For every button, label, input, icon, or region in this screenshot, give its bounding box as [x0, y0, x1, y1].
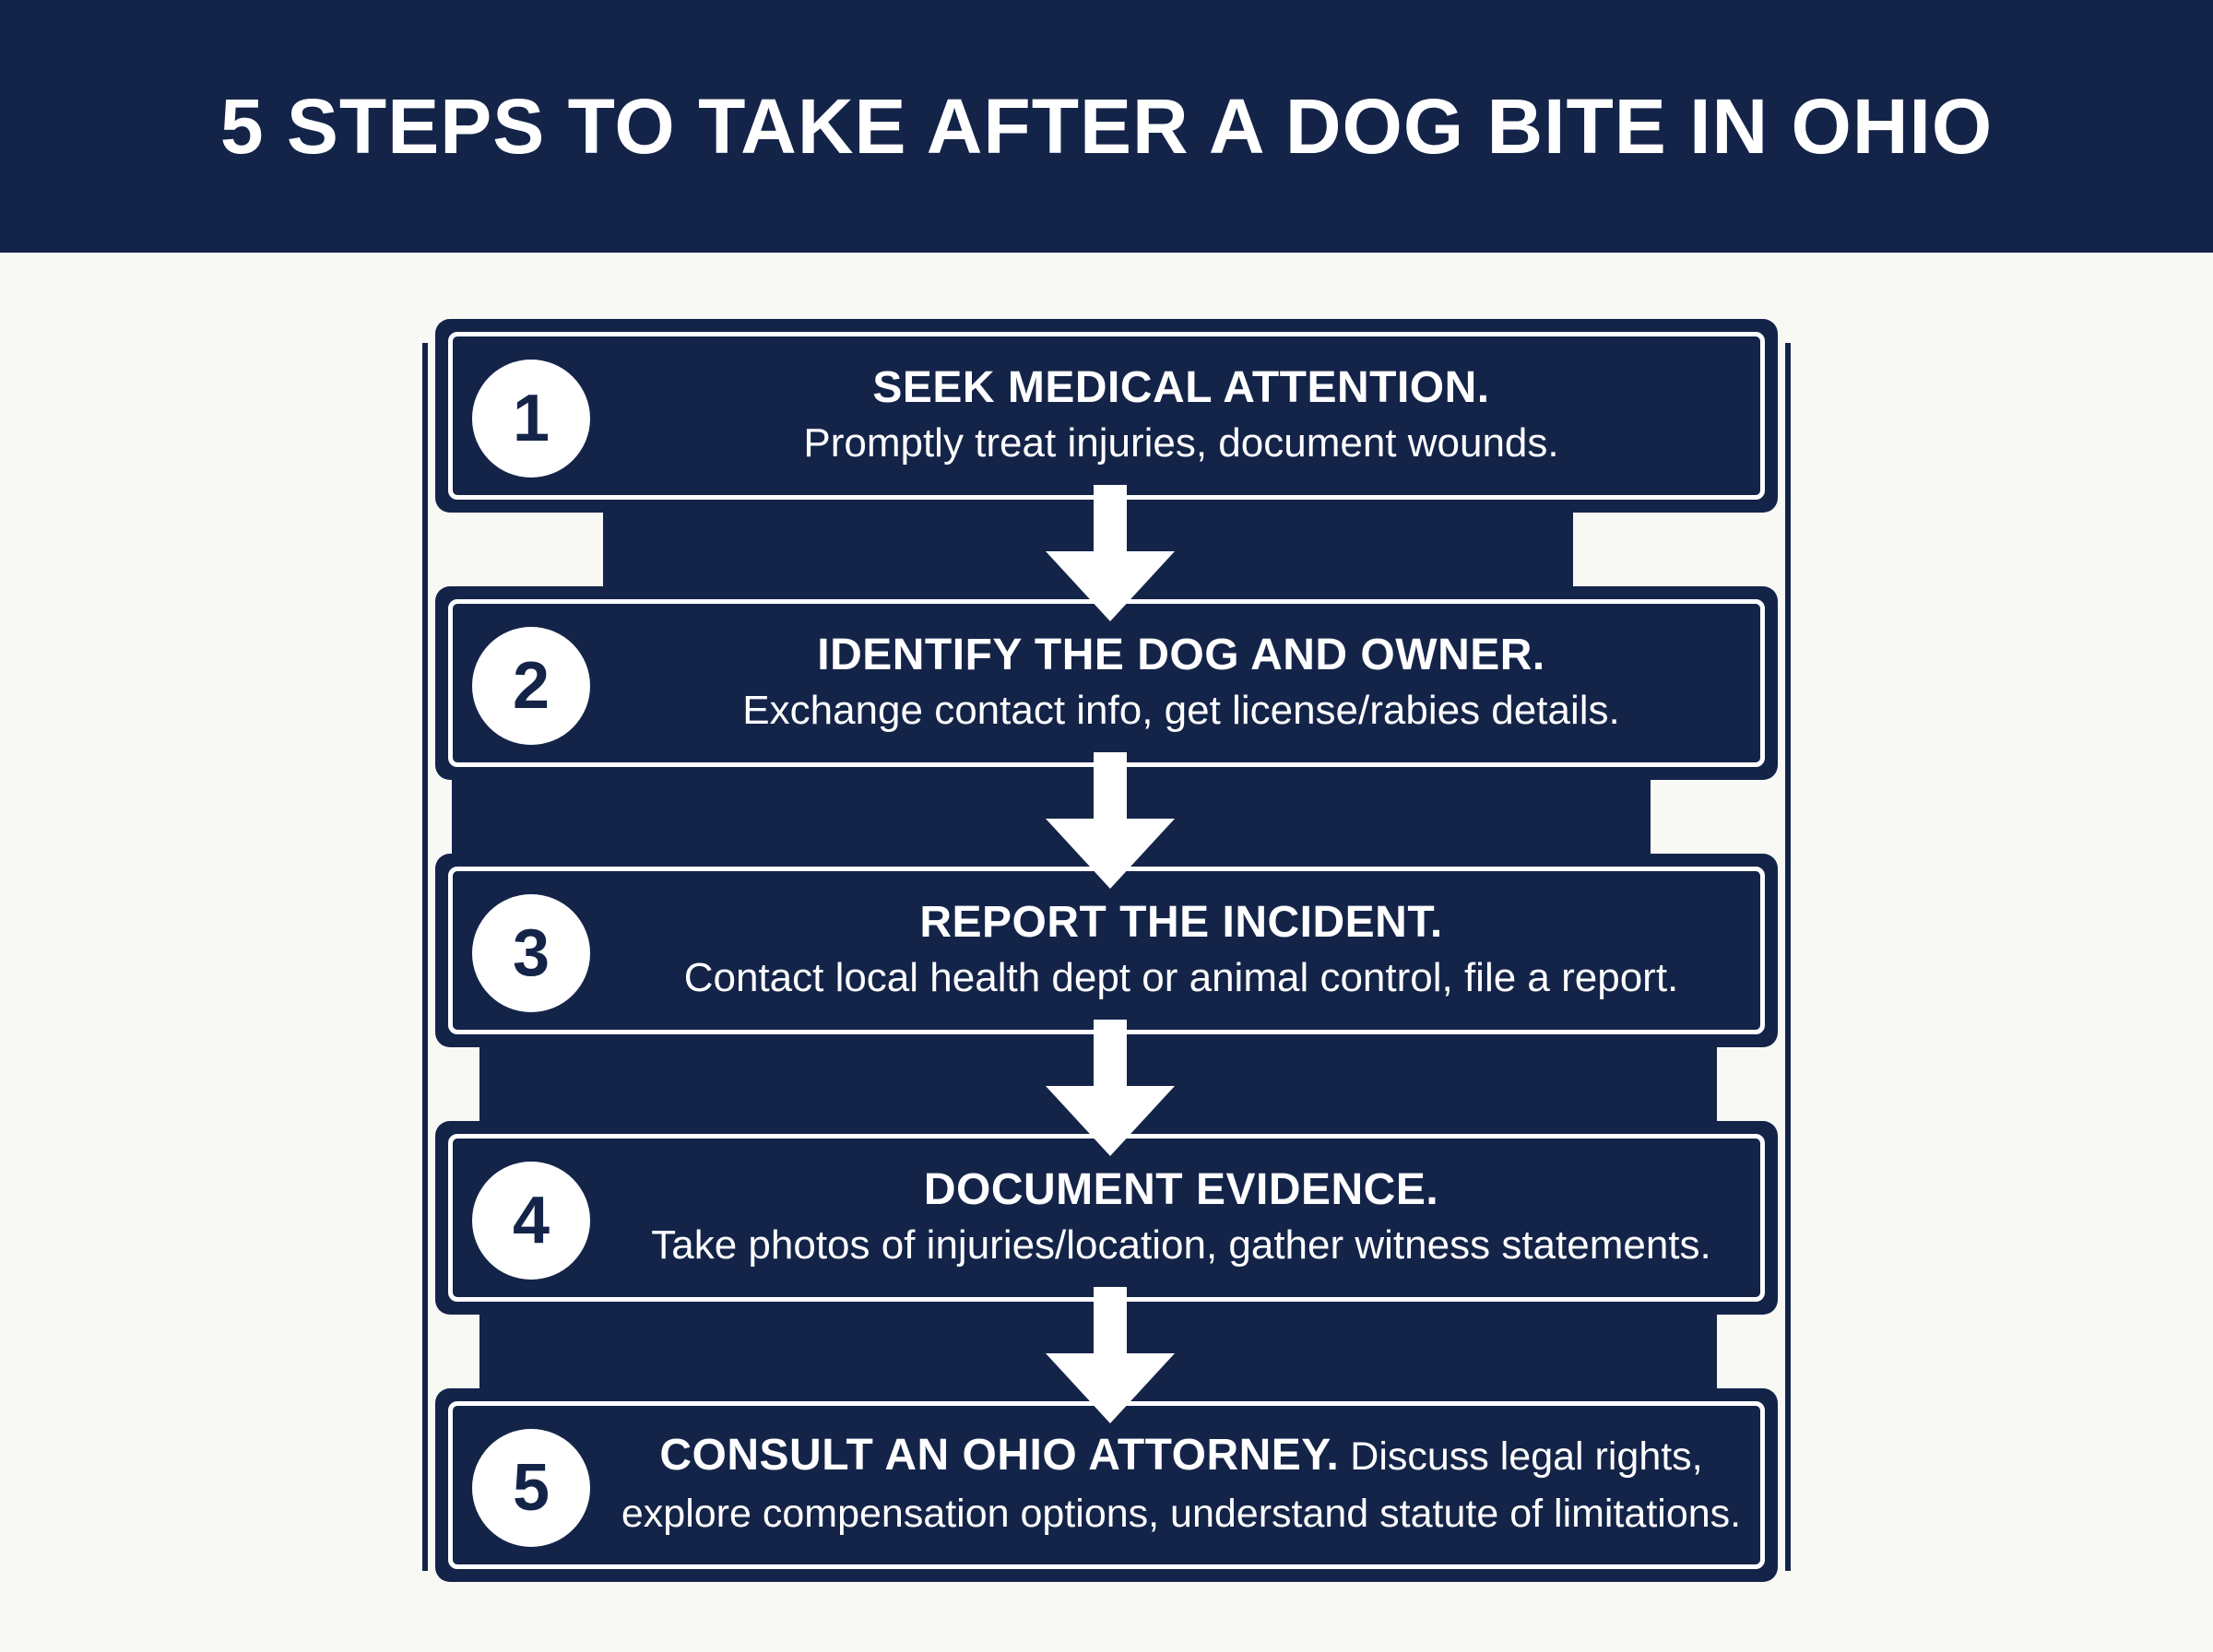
- step-number-circle: 3: [472, 894, 590, 1012]
- step-description: Promptly treat injuries, document wounds…: [803, 420, 1559, 466]
- step-heading: IDENTIFY THE DOG AND OWNER.: [817, 631, 1545, 679]
- step-card-2: 2 IDENTIFY THE DOG AND OWNER. Exchange c…: [435, 586, 1778, 780]
- step-text: IDENTIFY THE DOG AND OWNER. Exchange con…: [590, 586, 1772, 780]
- step-description: Take photos of injuries/location, gather…: [651, 1222, 1711, 1268]
- step-heading: CONSULT AN OHIO ATTORNEY.: [659, 1431, 1340, 1480]
- down-arrow-icon: [1046, 1020, 1175, 1156]
- step-text: DOCUMENT EVIDENCE. Take photos of injuri…: [590, 1121, 1772, 1315]
- down-arrow-icon: [1046, 485, 1175, 621]
- step-card-1: 1 SEEK MEDICAL ATTENTION. Promptly treat…: [435, 319, 1778, 513]
- down-arrow-icon: [1046, 752, 1175, 889]
- step-number-circle: 5: [472, 1429, 590, 1547]
- step-text: SEEK MEDICAL ATTENTION. Promptly treat i…: [590, 319, 1772, 513]
- step-heading: DOCUMENT EVIDENCE.: [923, 1165, 1439, 1214]
- step-number-circle: 4: [472, 1162, 590, 1280]
- step-number-circle: 2: [472, 627, 590, 745]
- step-heading: SEEK MEDICAL ATTENTION.: [872, 363, 1490, 412]
- step-line-1: CONSULT AN OHIO ATTORNEY. Discuss legal …: [659, 1428, 1702, 1485]
- step-text: REPORT THE INCIDENT. Contact local healt…: [590, 854, 1772, 1047]
- connector-band-2: [452, 780, 1651, 854]
- down-arrow-icon: [1046, 1287, 1175, 1423]
- step-description-part2: explore compensation options, understand…: [621, 1492, 1742, 1536]
- title-banner: 5 STEPS TO TAKE AFTER A DOG BITE IN OHIO: [0, 0, 2213, 253]
- steps-frame: [422, 343, 1791, 1571]
- step-card-5: 5 CONSULT AN OHIO ATTORNEY. Discuss lega…: [435, 1388, 1778, 1582]
- step-description: Contact local health dept or animal cont…: [683, 955, 1679, 1000]
- step-heading: REPORT THE INCIDENT.: [919, 898, 1443, 947]
- step-text: CONSULT AN OHIO ATTORNEY. Discuss legal …: [590, 1388, 1772, 1582]
- step-description-part1: Discuss legal rights,: [1350, 1434, 1703, 1479]
- step-description: Exchange contact info, get license/rabie…: [742, 688, 1620, 733]
- step-number-circle: 1: [472, 360, 590, 478]
- page-title: 5 STEPS TO TAKE AFTER A DOG BITE IN OHIO: [219, 83, 1994, 170]
